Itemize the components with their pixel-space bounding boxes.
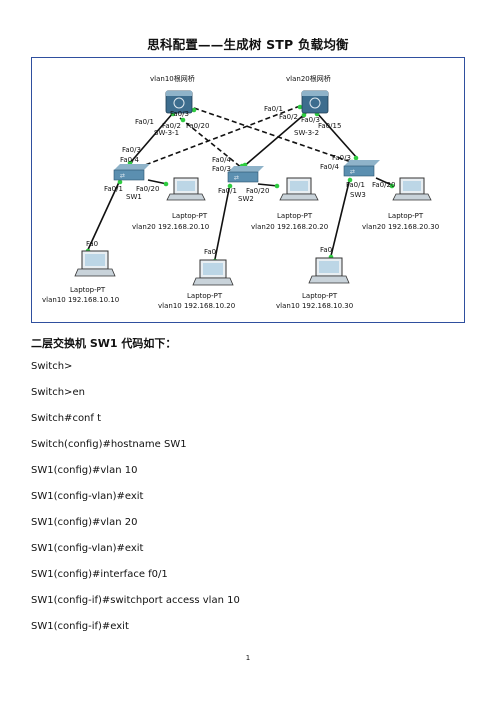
link-sw32-sw1 — [131, 105, 301, 171]
laptop-vlan10-3 — [308, 257, 350, 284]
multilayer-switch-icon — [173, 97, 185, 109]
switch-name: SW2 — [238, 195, 254, 203]
port-label: Fa0/3 — [122, 146, 141, 154]
multilayer-switch-icon — [309, 97, 321, 109]
laptop-ip-label: vlan10 192.168.10.30 — [276, 302, 353, 310]
port-label: Fa0/2 — [162, 122, 181, 130]
port-label: Fa0/20 — [136, 185, 159, 193]
link-dot — [274, 183, 280, 189]
link-sw31-sw3 — [193, 107, 355, 164]
access-switch-sw3: ⇄ — [343, 160, 380, 177]
link-dot — [353, 155, 359, 161]
switch-name: SW-3-1 — [154, 129, 179, 137]
port-label: Fa0/4 — [212, 156, 231, 164]
links — [85, 105, 395, 265]
port-label: Fa0 — [320, 246, 332, 254]
laptop-ip-label: vlan10 192.168.10.10 — [42, 296, 119, 304]
code-line: SW1(config-if)#exit — [31, 621, 129, 632]
port-label: Fa0/15 — [318, 122, 341, 130]
link-dot — [389, 183, 395, 189]
laptop-vlan20-2 — [279, 177, 319, 201]
core-switch-sw31 — [165, 90, 193, 114]
port-label: Fa0/3 — [301, 116, 320, 124]
code-line: SW1(config-vlan)#exit — [31, 543, 144, 554]
laptop-ip-label: vlan20 192.168.20.20 — [251, 223, 328, 231]
port-label: Fa0 — [204, 248, 216, 256]
code-line: SW1(config-if)#switchport access vlan 10 — [31, 595, 240, 606]
core-switch-sw32 — [301, 90, 329, 114]
port-label: Fa0/4 — [120, 156, 139, 164]
link-dot — [297, 104, 303, 110]
code-line: Switch> — [31, 361, 73, 372]
port-label: Fa0/20 — [372, 181, 395, 189]
laptop-vlan20-1 — [166, 177, 206, 201]
port-label: Fa0/3 — [170, 110, 189, 118]
code-line: SW1(config-vlan)#exit — [31, 491, 144, 502]
port-label: Fa0 — [86, 240, 98, 248]
root-label-vlan20: vlan20根网桥 — [286, 74, 331, 83]
link-sw3-laptop10 — [329, 177, 351, 261]
port-label: Fa0/1 — [264, 105, 283, 113]
port-label: Fa0/2 — [279, 113, 298, 121]
code-line: SW1(config)#vlan 20 — [31, 517, 138, 528]
link-dot — [191, 107, 197, 113]
switch-icon: ⇄ — [120, 173, 125, 180]
link-sw2-laptop20 — [257, 183, 279, 187]
port-label: Fa0/20 — [186, 122, 209, 130]
link-sw1-laptop10 — [85, 179, 121, 255]
link-dot — [301, 112, 307, 118]
laptop-ip-label: vlan10 192.168.10.20 — [158, 302, 235, 310]
port-label: Fa0/1 — [104, 185, 123, 193]
laptop-type-label: Laptop-PT — [70, 286, 106, 294]
laptop-type-label: Laptop-PT — [172, 212, 208, 220]
link-dot — [180, 117, 186, 123]
port-label: Fa0/3 — [212, 165, 231, 173]
link-sw32-sw2 — [241, 112, 307, 169]
access-switch-sw1: ⇄ — [113, 164, 150, 181]
laptop-vlan10-2 — [192, 259, 234, 286]
section-heading: 二层交换机 SW1 代码如下： — [31, 337, 177, 350]
link-sw2-laptop10 — [213, 183, 231, 265]
link-dot — [227, 183, 233, 189]
code-line: Switch>en — [31, 387, 85, 398]
switch-icon: ⇄ — [350, 169, 355, 176]
switch-name: SW1 — [126, 193, 142, 201]
laptop-ip-label: vlan20 192.168.20.30 — [362, 223, 439, 231]
port-label: Fa0/4 — [320, 163, 339, 171]
access-switch-sw2: ⇄ — [227, 166, 264, 183]
port-label: Fa0/3 — [332, 154, 351, 162]
link-dot — [117, 179, 123, 185]
root-label-vlan10: vlan10根网桥 — [150, 74, 195, 83]
code-line: SW1(config)#interface f0/1 — [31, 569, 168, 580]
link-sw31-sw2 — [179, 117, 243, 169]
laptop-ip-label: vlan20 192.168.20.10 — [132, 223, 209, 231]
switch-name: SW3 — [350, 191, 366, 199]
switch-name: SW-3-2 — [294, 129, 319, 137]
link-sw32-sw3 — [316, 112, 358, 159]
laptop-type-label: Laptop-PT — [388, 212, 424, 220]
page-title: 思科配置——生成树 STP 负载均衡 — [147, 37, 349, 52]
laptop-type-label: Laptop-PT — [302, 292, 338, 300]
switch-icon: ⇄ — [234, 175, 239, 182]
port-label: Fa0/1 — [346, 181, 365, 189]
code-line: SW1(config)#vlan 10 — [31, 465, 138, 476]
code-line: Switch(config)#hostname SW1 — [31, 439, 187, 450]
page-number: 1 — [245, 654, 251, 662]
port-label: Fa0/1 — [218, 187, 237, 195]
port-label: Fa0/20 — [246, 187, 269, 195]
topology-svg: ⇄ ⇄ ⇄ — [42, 74, 439, 310]
network-topology-diagram: ⇄ ⇄ ⇄ — [31, 57, 465, 323]
link-dot — [347, 177, 353, 183]
code-line: Switch#conf t — [31, 413, 102, 424]
port-label: Fa0/1 — [135, 118, 154, 126]
laptop-vlan10-1 — [74, 250, 116, 277]
laptop-type-label: Laptop-PT — [187, 292, 223, 300]
laptop-vlan20-3 — [392, 177, 432, 201]
laptop-type-label: Laptop-PT — [277, 212, 313, 220]
link-sw31-sw1 — [129, 112, 174, 164]
link-dot — [163, 181, 169, 187]
